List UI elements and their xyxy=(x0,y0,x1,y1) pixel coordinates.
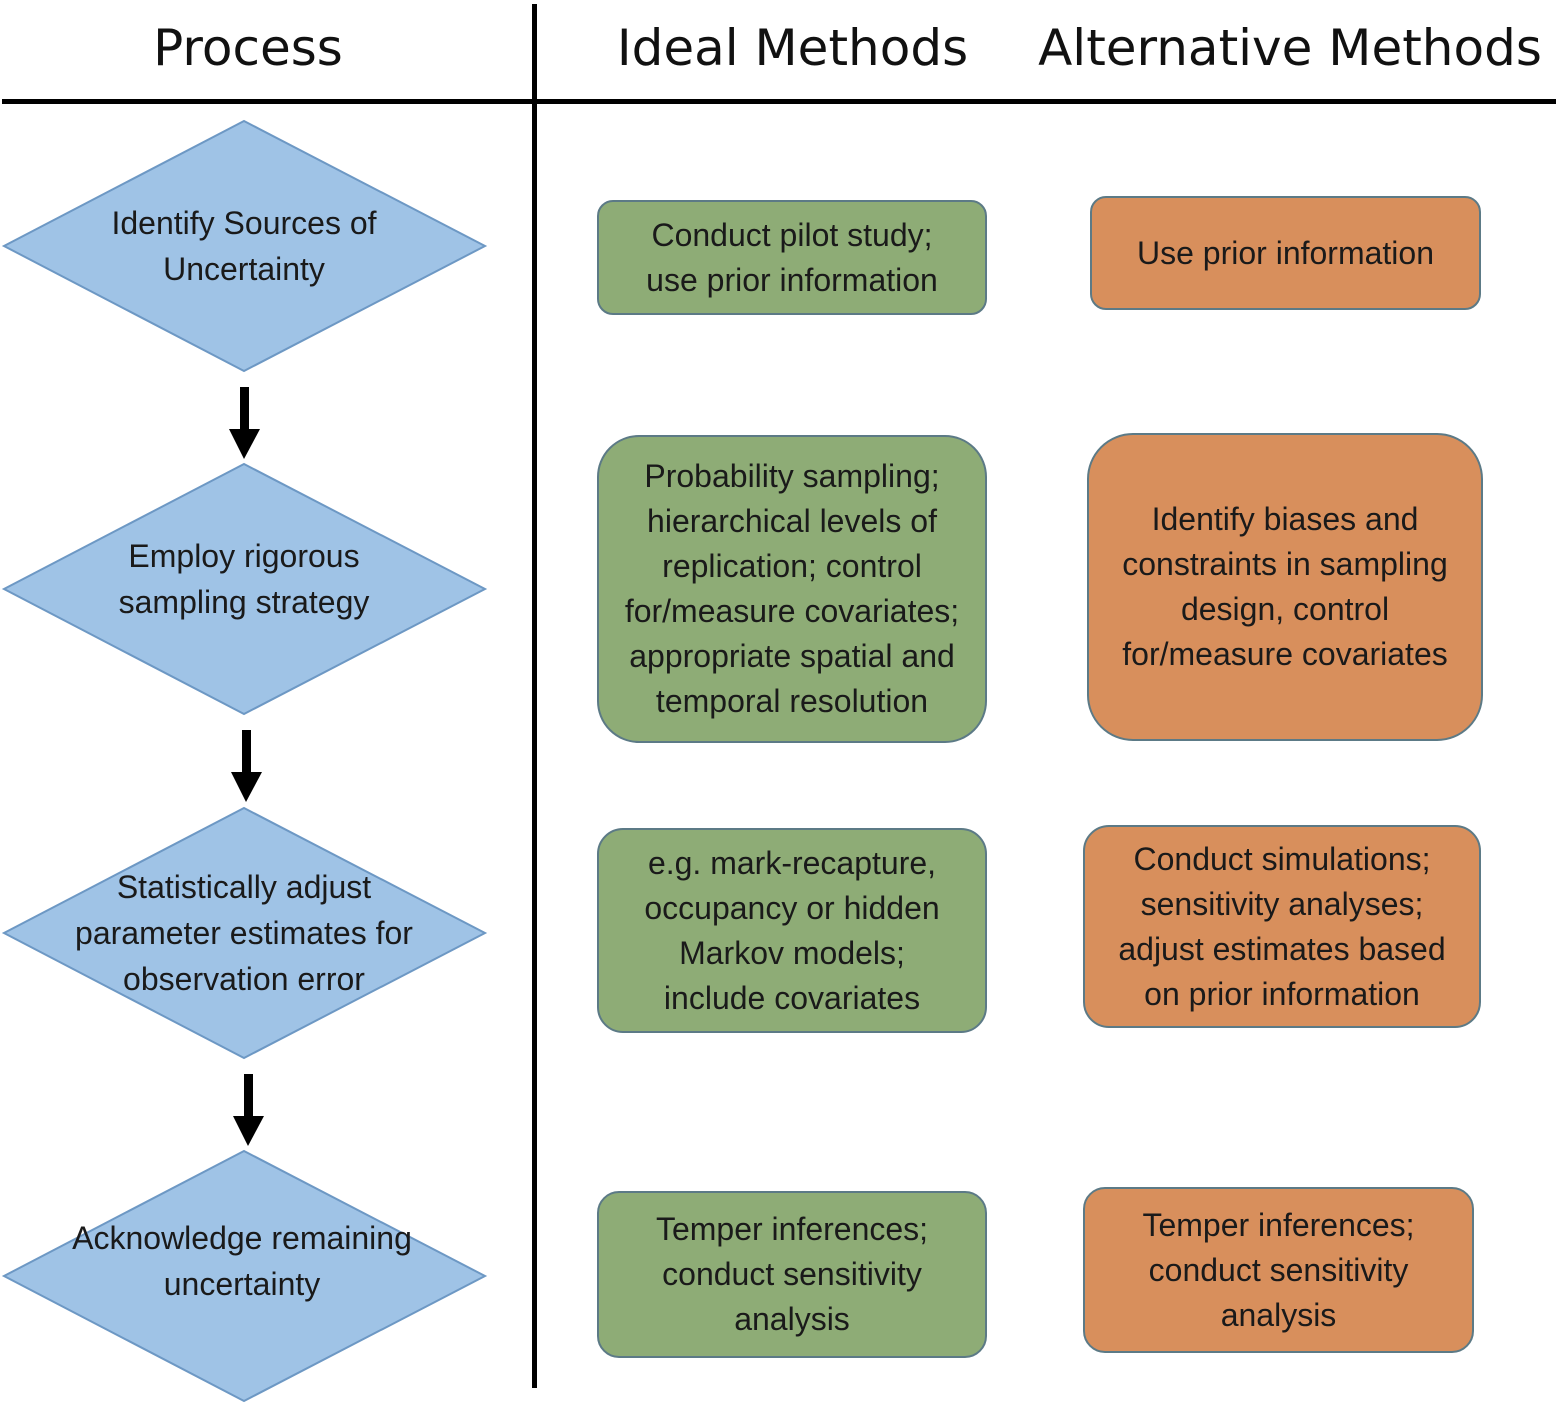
ideal-method-text: e.g. mark-recapture, occupancy or hidden… xyxy=(644,844,940,1016)
column-divider xyxy=(532,4,537,1388)
process-step-label: Employ rigorous sampling strategy xyxy=(118,538,370,620)
process-step-label: Acknowledge remaining uncertainty xyxy=(72,1220,412,1302)
process-step-label: Statistically adjust parameter estimates… xyxy=(75,869,413,997)
alternative-method-box: Conduct simulations; sensitivity analyse… xyxy=(1083,825,1481,1028)
process-diamond-4 xyxy=(1,1149,488,1403)
process-step-label: Identify Sources of Uncertainty xyxy=(111,205,377,287)
ideal-method-text: Probability sampling; hierarchical level… xyxy=(624,458,960,719)
ideal-method-box: Temper inferences; conduct sensitivity a… xyxy=(597,1191,987,1358)
alternative-method-text: Identify biases and constraints in sampl… xyxy=(1122,501,1448,672)
header-alternative-methods: Alternative Methods xyxy=(1038,19,1542,77)
process-diamond-3 xyxy=(1,806,488,1060)
down-arrow-icon xyxy=(229,387,260,459)
ideal-method-box: Conduct pilot study; use prior informati… xyxy=(597,200,987,315)
process-diamond-2 xyxy=(1,462,488,716)
alternative-method-text: Use prior information xyxy=(1137,234,1434,271)
header-divider xyxy=(2,99,1556,104)
alternative-method-box: Temper inferences; conduct sensitivity a… xyxy=(1083,1187,1474,1353)
ideal-method-box: e.g. mark-recapture, occupancy or hidden… xyxy=(597,828,987,1033)
alternative-method-box: Identify biases and constraints in sampl… xyxy=(1087,433,1483,741)
ideal-method-text: Temper inferences; conduct sensitivity a… xyxy=(655,1211,929,1337)
header-process: Process xyxy=(153,19,343,77)
ideal-method-box: Probability sampling; hierarchical level… xyxy=(597,435,987,743)
ideal-method-text: Conduct pilot study; use prior informati… xyxy=(646,216,938,298)
down-arrow-icon xyxy=(233,1074,264,1146)
alternative-method-text: Conduct simulations; sensitivity analyse… xyxy=(1118,840,1446,1012)
process-diamond-1 xyxy=(1,119,488,373)
down-arrow-icon xyxy=(231,730,262,802)
header-ideal-methods: Ideal Methods xyxy=(616,19,969,77)
alternative-method-text: Temper inferences; conduct sensitivity a… xyxy=(1142,1206,1415,1333)
alternative-method-box: Use prior information xyxy=(1090,196,1481,310)
